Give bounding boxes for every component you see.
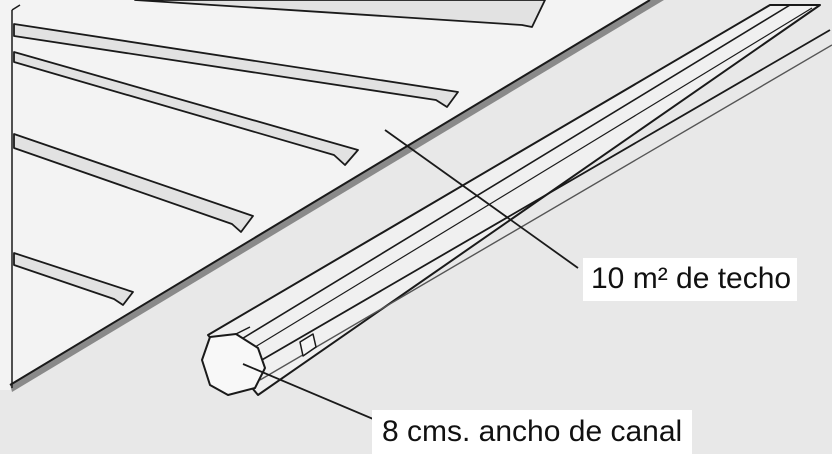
channel-leader-line	[242, 363, 386, 425]
roof-area-label: 10 m² de techo	[583, 258, 798, 301]
roof-leader-line	[384, 129, 579, 269]
channel-width-label: 8 cms. ancho de canal	[372, 410, 693, 455]
roof-ridge	[13, 23, 459, 108]
roof-ridge	[13, 51, 359, 166]
channel-end-cap	[201, 333, 266, 396]
roof-ridge	[13, 252, 134, 306]
corrugated-roof	[0, 0, 664, 392]
roof-ridge	[13, 133, 254, 233]
gutter-channel	[201, 4, 832, 396]
roof-ridge	[134, 0, 546, 28]
